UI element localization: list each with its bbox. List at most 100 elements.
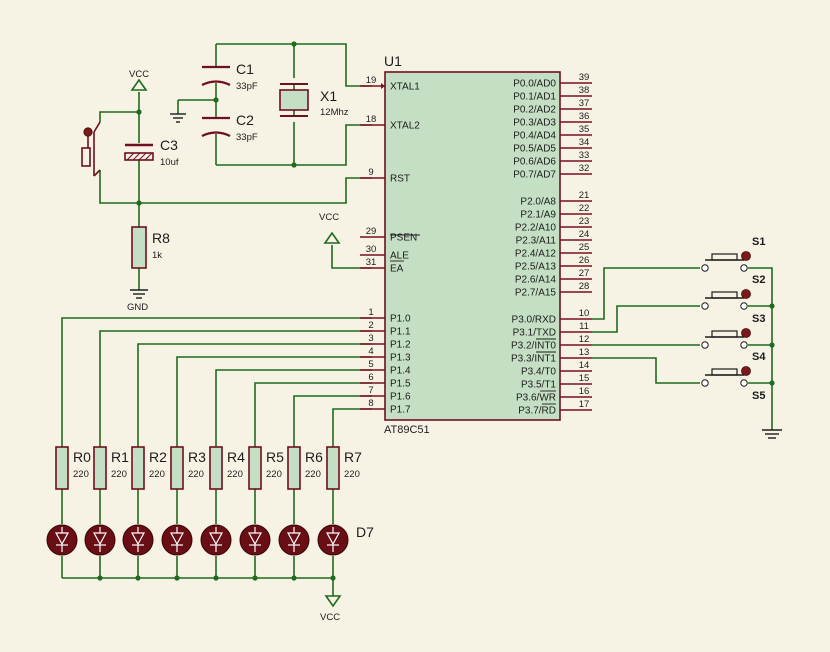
- led-1: [84, 524, 116, 556]
- vcc-symbol-reset: VCC: [129, 69, 149, 91]
- push-switch-4[interactable]: [701, 366, 751, 387]
- pin-number: 32: [579, 163, 590, 174]
- led-3: [161, 524, 193, 556]
- push-switch-3[interactable]: [701, 328, 751, 349]
- pin-name: P3.7/RD: [518, 406, 556, 417]
- pin-number: 15: [579, 373, 590, 384]
- c2-value: 33pF: [236, 132, 258, 143]
- pin-number: 9: [368, 167, 373, 178]
- resistor-value: 220: [305, 469, 321, 480]
- pin-number: 33: [579, 150, 590, 161]
- pin-number: 4: [368, 346, 373, 357]
- resistor-ref: R2: [149, 449, 167, 465]
- pin-number: 37: [579, 98, 590, 109]
- pin-number: 6: [368, 372, 373, 383]
- c1-value: 33pF: [236, 81, 258, 92]
- pin-name: P2.1/A9: [520, 210, 556, 221]
- push-switch-2[interactable]: [701, 289, 751, 310]
- vcc-label-leds: VCC: [320, 612, 340, 623]
- switch-label-s4: S4: [752, 351, 766, 363]
- pin-number: 25: [579, 242, 590, 253]
- pin-number: 29: [366, 226, 377, 237]
- pin-name: P0.2/AD2: [513, 105, 556, 116]
- pin-name: P1.4: [390, 366, 411, 377]
- capacitor-c2: C2 33pF: [201, 112, 258, 143]
- crystal-x1: X1 12Mhz: [279, 83, 349, 118]
- switch-label-s3: S3: [752, 313, 765, 325]
- chip-body: [384, 71, 561, 421]
- vcc-label-ea: VCC: [319, 212, 339, 223]
- pin-name: P2.4/A12: [515, 249, 557, 260]
- resistor-ref: R7: [344, 449, 362, 465]
- pin-name: ALE: [390, 251, 409, 262]
- chip-pin-left: 1P1.0: [360, 307, 411, 325]
- ground-symbol-reset: GND: [127, 289, 148, 313]
- pin-number: 16: [579, 386, 590, 397]
- pin-name: P3.4/T0: [521, 367, 556, 378]
- resistor-ref: R3: [188, 449, 206, 465]
- pin-number: 13: [579, 347, 590, 358]
- resistor-ref: R6: [305, 449, 323, 465]
- ground-symbol-switches: [762, 429, 782, 439]
- chip-pin-left: 3P1.2: [360, 333, 411, 351]
- led-6: [278, 524, 310, 556]
- chip-pin-left: 8P1.7: [360, 398, 411, 416]
- pin-name: P2.5/A13: [515, 262, 557, 273]
- capacitor-c3: C3 10uf: [124, 137, 179, 168]
- wires: [61, 43, 773, 596]
- switch-label-s1: S1: [752, 236, 765, 248]
- resistor-value: 220: [227, 469, 243, 480]
- pin-name: P2.7/A15: [515, 288, 557, 299]
- resistor-value: 220: [73, 469, 89, 480]
- push-switch-1[interactable]: [701, 251, 751, 272]
- c3-value: 10uf: [160, 157, 179, 168]
- reset-push-button[interactable]: [81, 121, 101, 177]
- r8-ref: R8: [152, 230, 170, 246]
- pin-number: 7: [368, 385, 373, 396]
- vcc-symbol-leds: VCC: [320, 595, 342, 623]
- c2-ref: C2: [236, 112, 254, 128]
- resistor-value: 220: [266, 469, 282, 480]
- pin-number: 34: [579, 137, 590, 148]
- pin-number: 21: [579, 190, 590, 201]
- led-5: [239, 524, 271, 556]
- chip-ref: U1: [384, 53, 402, 69]
- resistor-value: 220: [344, 469, 360, 480]
- pin-number: 39: [579, 72, 590, 83]
- pin-number: 12: [579, 334, 590, 345]
- chip-pin-left: 2P1.1: [360, 320, 411, 338]
- chip-pin-left: 5P1.4: [360, 359, 411, 377]
- pin-number: 19: [366, 75, 377, 86]
- pin-name: P0.6/AD6: [513, 157, 556, 168]
- pin-number: 24: [579, 229, 590, 240]
- pin-name: XTAL2: [390, 121, 420, 132]
- pin-number: 28: [579, 281, 590, 292]
- pin-name: EA: [390, 264, 404, 275]
- pin-number: 35: [579, 124, 590, 135]
- capacitor-c1: C1 33pF: [201, 61, 258, 92]
- pin-number: 36: [579, 111, 590, 122]
- pin-name: P0.5/AD5: [513, 144, 556, 155]
- pin-name: P1.6: [390, 392, 411, 403]
- r8-value: 1k: [152, 250, 162, 261]
